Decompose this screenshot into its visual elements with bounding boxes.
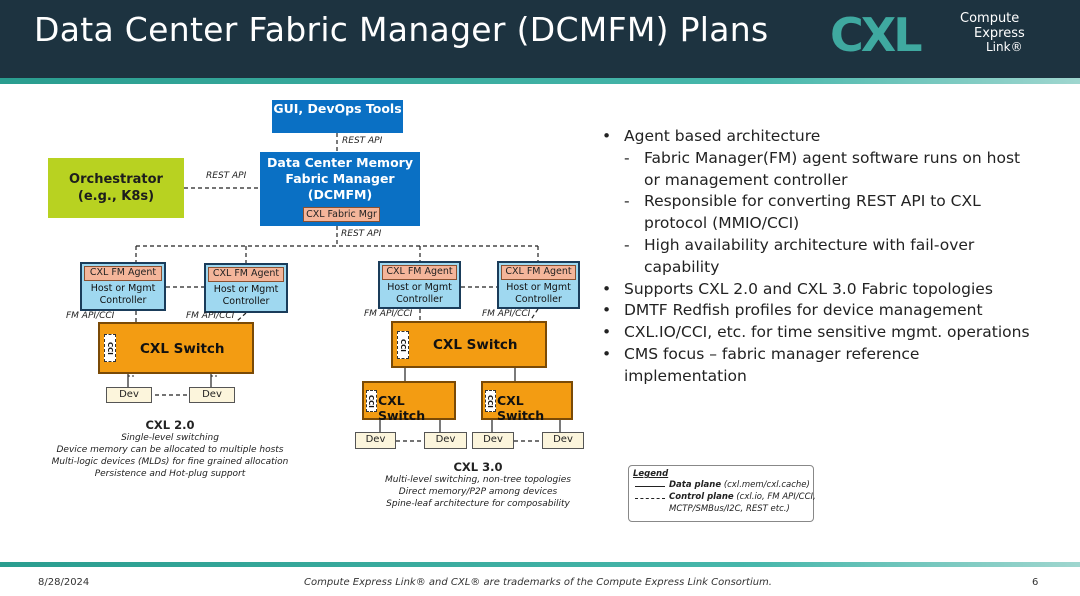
bullet-item: Supports CXL 2.0 and CXL 3.0 Fabric topo…: [600, 279, 1040, 301]
fm-api-label: FM API/CCI: [364, 309, 413, 319]
bullet-list: Agent based architecture Fabric Manager(…: [600, 126, 1040, 388]
cci-tag: CCI: [485, 390, 496, 412]
host-line1: Host or Mgmt: [213, 284, 279, 295]
legend-control-desc: (cxl.io, FM API/CCI,: [736, 492, 816, 502]
bullet-item: CMS focus – fabric manager reference imp…: [600, 344, 1040, 388]
header-bar: [0, 0, 1080, 78]
host-line1: Host or Mgmt: [90, 283, 156, 294]
bullet-item: CXL.IO/CCI, etc. for time sensitive mgmt…: [600, 322, 1040, 344]
host-controller-4: CXL FM Agent Host or Mgmt Controller: [497, 261, 580, 309]
host-controller-3: CXL FM Agent Host or Mgmt Controller: [378, 261, 461, 309]
logo-text-link: Link®: [986, 40, 1023, 54]
page-title: Data Center Fabric Manager (DCMFM) Plans: [34, 10, 769, 49]
host-controller-1: CXL FM Agent Host or Mgmt Controller: [80, 262, 166, 311]
host-line2: Controller: [99, 295, 147, 306]
legend-solid-line: [635, 486, 665, 487]
cxl2-line: Persistence and Hot-plug support: [94, 469, 246, 479]
fm-agent-tag: CXL FM Agent: [84, 266, 162, 281]
cci-tag: CCI: [366, 390, 377, 412]
dev-box: Dev: [424, 432, 467, 449]
legend-control-plane: Control plane (cxl.io, FM API/CCI,: [669, 492, 816, 502]
gui-devops-box: GUI, DevOps Tools: [272, 100, 403, 133]
cxl3-spine-switch: CCI CXL Switch: [391, 321, 547, 368]
host-line2: Controller: [222, 296, 270, 307]
switch-label: CXL Switch: [140, 341, 225, 357]
cxl3-leaf-switch-2: CCI CXL Switch: [481, 381, 573, 423]
cxl3-title: CXL 3.0: [453, 460, 503, 474]
switch-label: CXL Switch: [378, 393, 426, 423]
logo-text-express: Express: [974, 26, 1025, 41]
cxl2-caption: CXL 2.0 Single-level switching Device me…: [30, 418, 310, 480]
dcmfm-line2: Fabric Manager: [285, 171, 395, 186]
fm-agent-tag: CXL FM Agent: [382, 265, 457, 280]
host-line1: Host or Mgmt: [387, 282, 452, 293]
cci-tag: CCI: [104, 334, 116, 362]
cxl-fabric-mgr-tag: CXL Fabric Mgr: [303, 207, 380, 222]
rest-api-label-mid: REST API: [341, 229, 382, 239]
sub-bullet-item: Responsible for converting REST API to C…: [600, 191, 1040, 235]
host-line1: Host or Mgmt: [506, 282, 571, 293]
legend-box: Legend Data plane (cxl.mem/cxl.cache) Co…: [628, 465, 816, 522]
legend-control-desc2: MCTP/SMBus/I2C, REST etc.): [669, 504, 790, 514]
fm-agent-tag: CXL FM Agent: [208, 267, 284, 282]
cxl3-caption: CXL 3.0 Multi-level switching, non-tree …: [338, 460, 618, 510]
fm-agent-tag: CXL FM Agent: [501, 265, 576, 280]
host-line2: Controller: [515, 294, 562, 305]
cxl2-title: CXL 2.0: [145, 418, 195, 432]
legend-title: Legend: [633, 469, 669, 479]
cxl3-line: Multi-level switching, non-tree topologi…: [385, 475, 571, 485]
page-number: 6: [1032, 577, 1039, 588]
switch-label: CXL Switch: [433, 337, 518, 353]
footer-date: 8/28/2024: [38, 577, 90, 588]
cxl2-switch: CCI CXL Switch: [98, 322, 254, 374]
legend-data-plane: Data plane (cxl.mem/cxl.cache): [669, 480, 810, 490]
cxl3-line: Direct memory/P2P among devices: [398, 487, 558, 497]
legend-data-label: Data plane: [669, 480, 722, 490]
switch-label: CXL Switch: [497, 393, 545, 423]
bullet-item: DMTF Redfish profiles for device managem…: [600, 300, 1040, 322]
dcmfm-line3: (DCMFM): [307, 187, 373, 202]
logo-text-compute: Compute: [960, 11, 1020, 26]
legend-dashed-line: [635, 498, 665, 499]
dev-box: Dev: [542, 432, 584, 449]
host-line2: Controller: [396, 294, 443, 305]
cxl3-leaf-switch-1: CCI CXL Switch: [362, 381, 456, 423]
legend-control-label: Control plane: [669, 492, 734, 502]
header-stripe: [0, 78, 1080, 84]
rest-api-label-left: REST API: [206, 171, 247, 181]
cxl2-line: Device memory can be allocated to multip…: [56, 445, 284, 455]
cxl-logo-mark: CXL: [830, 8, 923, 62]
fm-api-label: FM API/CCI: [66, 311, 115, 321]
fm-api-label: FM API/CCI: [186, 311, 235, 321]
fm-api-label: FM API/CCI: [482, 309, 531, 319]
dcmfm-line1: Data Center Memory: [267, 155, 413, 170]
host-controller-2: CXL FM Agent Host or Mgmt Controller: [204, 263, 288, 313]
legend-data-desc: (cxl.mem/cxl.cache): [723, 480, 810, 490]
dev-box: Dev: [106, 387, 152, 403]
dev-box: Dev: [189, 387, 235, 403]
dev-box: Dev: [355, 432, 396, 449]
footer-stripe: [0, 562, 1080, 567]
dev-box: Dev: [472, 432, 514, 449]
footer-trademark-note: Compute Express Link® and CXL® are trade…: [304, 577, 772, 588]
bullet-item: Agent based architecture: [600, 126, 1040, 148]
cxl2-line: Multi-logic devices (MLDs) for fine grai…: [51, 457, 289, 467]
cci-tag: CCI: [397, 331, 409, 359]
sub-bullet-item: Fabric Manager(FM) agent software runs o…: [600, 148, 1040, 192]
cxl2-line: Single-level switching: [121, 433, 219, 443]
cxl3-line: Spine-leaf architecture for composabilit…: [386, 499, 570, 509]
sub-bullet-item: High availability architecture with fail…: [600, 235, 1040, 279]
rest-api-label-top: REST API: [342, 136, 383, 146]
orchestrator-box: Orchestrator (e.g., K8s): [48, 158, 184, 218]
